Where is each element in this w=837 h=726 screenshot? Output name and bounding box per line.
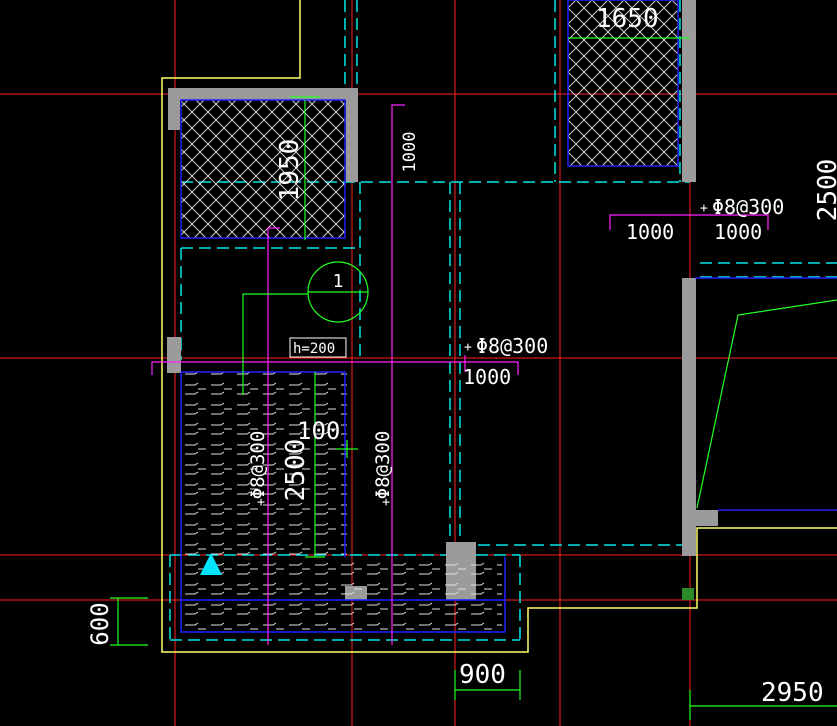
rebar-right-vertical-plus: + — [379, 498, 394, 506]
slab-thickness-box — [289, 337, 347, 358]
top-right-column — [682, 0, 696, 182]
left-column — [167, 337, 181, 373]
dim-1650: 1650 — [596, 4, 659, 34]
right-column — [682, 278, 696, 556]
dim-2950: 2950 — [761, 678, 824, 708]
brick-hatch-upper — [182, 372, 347, 557]
dim-1950: 1950 — [275, 139, 305, 202]
dim-1000-vertical: 1000 — [400, 132, 420, 173]
top-left-wall — [168, 88, 358, 182]
section-mark-number: 1 — [333, 271, 344, 292]
dimension-lines — [110, 37, 837, 720]
dim-2500-vertical: 2500 — [281, 439, 311, 502]
dim-900: 900 — [459, 660, 506, 690]
rebar-top-right-plus: + — [700, 201, 708, 216]
building-outline — [161, 0, 837, 653]
hatch-region-left — [181, 100, 345, 238]
annotations: 1650 1950 2500 1000 + Φ8@300 1000 1000 1… — [86, 4, 837, 708]
brick-hatch-lower — [182, 557, 502, 632]
slab-thickness-label: h=200 — [293, 341, 335, 357]
rebar-left-vertical-label: Φ8@300 — [247, 431, 269, 500]
rebar-right-vertical-label: Φ8@300 — [372, 431, 394, 500]
triangle-marker-icon[interactable] — [200, 553, 222, 575]
rebar-middle-plus: + — [464, 340, 472, 355]
right-column-foot — [696, 510, 718, 526]
dim-100: 100 — [297, 417, 340, 445]
hatch-region-top-right — [568, 0, 678, 166]
dim-1000-a: 1000 — [626, 220, 674, 244]
dim-2500-right: 2500 — [813, 159, 837, 222]
dim-1000-b: 1000 — [714, 220, 762, 244]
beam-lines — [180, 0, 837, 633]
dim-600: 600 — [86, 602, 114, 645]
rebar-left-vertical-plus: + — [254, 498, 269, 506]
rebar-middle-label: Φ8@300 — [476, 334, 548, 358]
dim-1000-middle: 1000 — [463, 365, 511, 389]
green-marker — [682, 588, 694, 600]
rebar-top-right-label: Φ8@300 — [712, 195, 784, 219]
rebar-lines — [151, 104, 769, 645]
